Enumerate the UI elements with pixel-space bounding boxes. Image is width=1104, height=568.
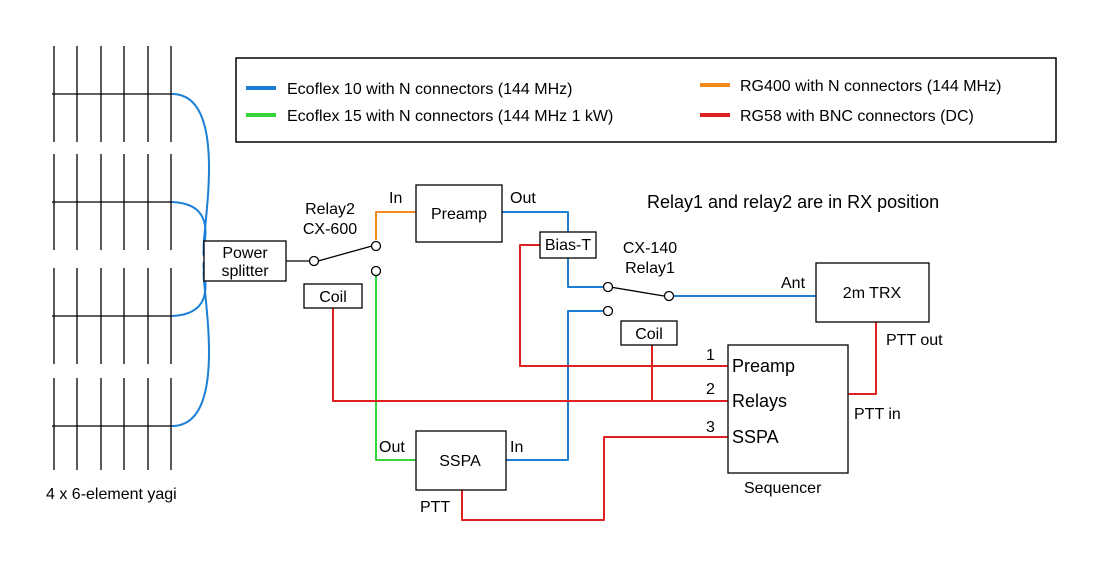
splitter-label-1: Power [222, 245, 268, 262]
relay1-model: CX-140 [623, 240, 677, 257]
antenna-caption: 4 x 6-element yagi [46, 486, 177, 503]
bias-t-box: Bias-T [539, 231, 597, 259]
cables [286, 211, 877, 521]
relay2-contacts [308, 240, 382, 277]
cable-seq3-sspa-ptt [461, 436, 728, 521]
cable-relay1-sspa [506, 310, 604, 461]
coil-left-label: Coil [319, 289, 347, 306]
coil-right-label: Coil [635, 326, 663, 343]
relay2-name: Relay2 [305, 201, 355, 218]
sspa-box: SSPA [415, 430, 507, 491]
trx-box: 2m TRX [815, 262, 930, 323]
coil-right: Coil [620, 320, 678, 346]
yagi-3 [52, 268, 172, 364]
preamp-in-label: In [389, 190, 402, 207]
splitter-label-2: splitter [221, 263, 269, 280]
yagi-array [52, 46, 172, 470]
preamp-box: Preamp [415, 184, 503, 243]
coil-left: Coil [303, 283, 363, 309]
yagi-4 [52, 378, 172, 470]
cable-relay2-preamp [375, 211, 416, 240]
sequencer-port-1-label: Preamp [732, 356, 795, 376]
relay1-wiper [609, 286, 665, 297]
sspa-label: SSPA [439, 453, 481, 470]
cable-preamp-biast [502, 211, 569, 232]
relay2-model: CX-600 [303, 221, 357, 238]
cable-sspa-relay2 [375, 276, 416, 461]
sequencer-port-1-num: 1 [706, 347, 715, 364]
cable-trx-ptt [848, 322, 877, 395]
cable-biast-relay1 [567, 258, 604, 288]
preamp-label: Preamp [431, 206, 487, 223]
sequencer-port-2-label: Relays [732, 391, 787, 411]
yagi-2 [52, 154, 172, 250]
preamp-out-label: Out [510, 190, 536, 207]
sequencer-port-3-label: SSPA [732, 427, 779, 447]
legend-label-rg400: RG400 with N connectors (144 MHz) [740, 78, 1001, 95]
sequencer-port-2-num: 2 [706, 381, 715, 398]
bias-t-label: Bias-T [545, 237, 591, 254]
relay2-wiper [317, 245, 373, 262]
legend-frame [235, 57, 1057, 143]
legend: Ecoflex 10 with N connectors (144 MHz) E… [235, 57, 1057, 143]
sequencer-box: Preamp Relays SSPA [727, 344, 849, 474]
relay1-name: Relay1 [625, 260, 675, 277]
sequencer-caption: Sequencer [744, 480, 822, 497]
legend-label-ecoflex15: Ecoflex 15 with N connectors (144 MHz 1 … [287, 108, 613, 125]
cable-coil1-seq2 [332, 308, 728, 402]
trx-label: 2m TRX [843, 285, 902, 302]
sspa-in-label: In [510, 439, 523, 456]
trx-ant-label: Ant [781, 275, 806, 292]
sequencer-ptt-in-label: PTT in [854, 406, 901, 423]
legend-label-rg58: RG58 with BNC connectors (DC) [740, 108, 974, 125]
sspa-out-label: Out [379, 439, 405, 456]
cable-biast-seq1 [519, 244, 728, 367]
rx-position-note: Relay1 and relay2 are in RX position [647, 192, 939, 212]
relay1-contacts [602, 281, 675, 317]
yagi-1 [52, 46, 172, 142]
sspa-ptt-label: PTT [420, 499, 450, 516]
legend-label-ecoflex10: Ecoflex 10 with N connectors (144 MHz) [287, 81, 572, 98]
sequencer-port-3-num: 3 [706, 419, 715, 436]
trx-ptt-out-label: PTT out [886, 332, 943, 349]
power-splitter: Power splitter [203, 240, 287, 282]
